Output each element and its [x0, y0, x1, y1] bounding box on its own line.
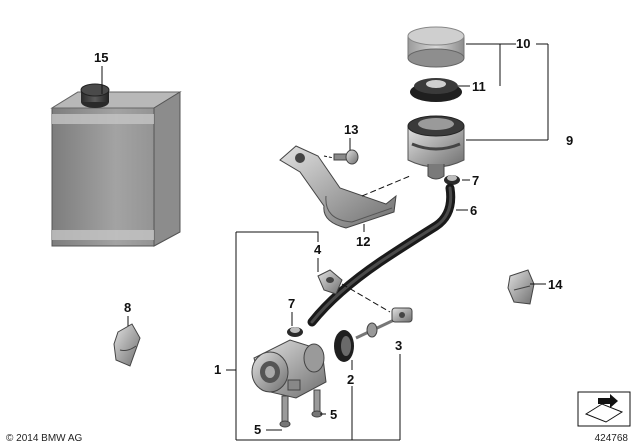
diagram-number: 424768 [594, 433, 628, 444]
lower-clamp-illustration [287, 327, 303, 337]
reservoir-illustration [407, 115, 465, 180]
label-8: 8 [124, 300, 131, 315]
clip-14-illustration [507, 269, 535, 305]
master-cylinder-illustration [251, 339, 327, 399]
label-4: 4 [314, 242, 322, 257]
label-11: 11 [472, 79, 486, 94]
label-7-upper: 7 [472, 173, 479, 188]
seal-boot-illustration [334, 330, 354, 362]
fluid-canister-illustration [50, 83, 182, 247]
label-2: 2 [347, 372, 354, 387]
orientation-icon [577, 391, 631, 427]
label-10: 10 [516, 36, 530, 51]
diaphragm-illustration [410, 78, 462, 102]
label-7-lower: 7 [288, 296, 295, 311]
part-labels: 15 10 11 9 13 7 6 12 4 14 8 7 3 1 2 5 5 [94, 36, 573, 437]
copyright-text: © 2014 BMW AG [6, 433, 83, 444]
upper-clamp-illustration [444, 175, 460, 185]
leader-lines [101, 43, 549, 441]
label-9: 9 [566, 133, 573, 148]
bracket-illustration [279, 145, 397, 229]
label-13: 13 [344, 122, 358, 137]
label-14: 14 [548, 277, 563, 292]
label-3: 3 [395, 338, 402, 353]
label-5-left: 5 [254, 422, 261, 437]
label-5-right: 5 [330, 407, 337, 422]
label-6: 6 [470, 203, 477, 218]
bolts-5-illustration [279, 389, 323, 428]
label-1: 1 [214, 362, 221, 377]
screw-13-illustration [333, 149, 359, 165]
clip-4-illustration [317, 269, 343, 295]
label-12: 12 [356, 234, 370, 249]
reservoir-cap-illustration [407, 26, 465, 68]
clamp-8-illustration [113, 323, 141, 367]
hose-illustration [307, 183, 456, 327]
pushrod-illustration [355, 307, 413, 340]
label-15: 15 [94, 50, 108, 65]
